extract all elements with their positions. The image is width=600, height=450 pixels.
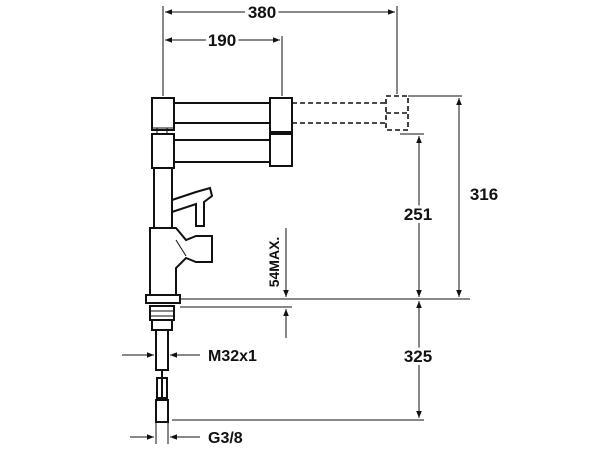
main-column	[153, 167, 173, 229]
upper-right-joint	[269, 97, 293, 133]
upper-arm	[173, 102, 271, 124]
lower-left-joint	[151, 133, 175, 169]
hose-fitting	[155, 399, 169, 423]
dimension-labels: 380 190 316 251 325 54MAX. M32x1 G3/8	[205, 0, 501, 447]
hose-connector	[156, 377, 168, 399]
lower-right-joint	[269, 133, 293, 167]
label-54max: 54MAX.	[266, 237, 282, 288]
label-380: 380	[248, 3, 276, 22]
label-m32x1: M32x1	[208, 348, 257, 365]
threaded-stud	[155, 329, 169, 371]
dimension-lines	[122, 6, 470, 444]
washer	[151, 319, 173, 331]
label-325: 325	[404, 347, 432, 366]
lever-handle	[171, 186, 214, 227]
mixer-body	[149, 227, 213, 296]
label-316: 316	[470, 185, 498, 204]
extended-arm-dashed	[292, 95, 409, 131]
label-251: 251	[404, 205, 432, 224]
label-g38: G3/8	[208, 430, 243, 447]
nut	[149, 305, 175, 321]
upper-left-joint	[151, 97, 175, 131]
label-190: 190	[208, 31, 236, 50]
base-flange	[145, 294, 181, 304]
lower-arm	[173, 139, 271, 163]
